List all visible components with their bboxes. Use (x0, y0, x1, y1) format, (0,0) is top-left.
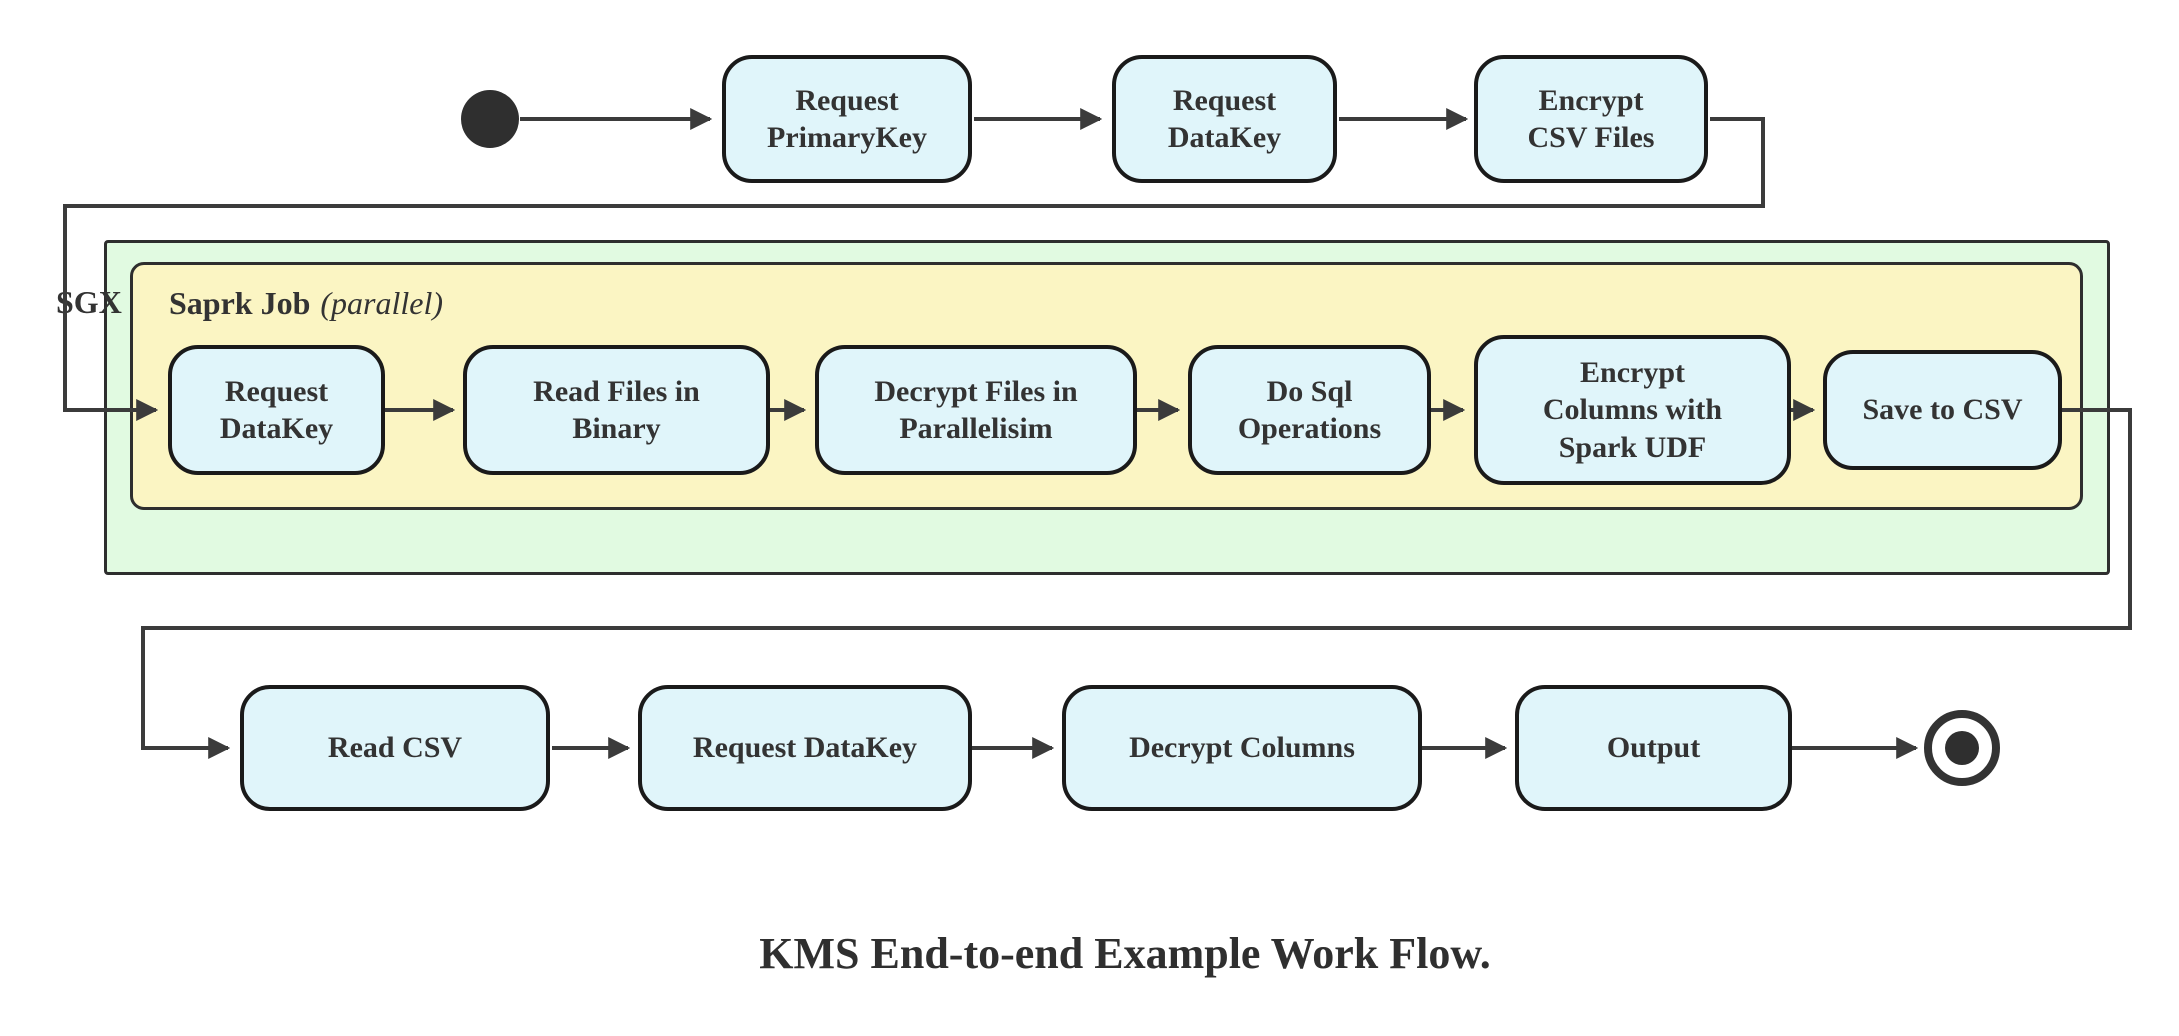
node-decrypt-files-in-parallelisim-label: Decrypt Files in Parallelisim (874, 374, 1078, 446)
node-save-to-csv: Save to CSV (1823, 350, 2062, 470)
diagram-title: KMS End-to-end Example Work Flow. (759, 929, 1491, 978)
node-encrypt-columns-with-spark-udf-label: Encrypt Columns with Spark UDF (1542, 355, 1723, 464)
edge-save-csv-to-read-csv (141, 408, 2132, 759)
node-request-datakey-spark-label: Request DataKey (219, 374, 334, 446)
node-request-primarykey-label: Request PrimaryKey (767, 83, 927, 155)
final-state-icon (1924, 710, 2000, 786)
node-request-datakey-spark: Request DataKey (168, 345, 385, 475)
node-output-label: Output (1606, 731, 1701, 765)
spark-job-parallel-text: (parallel) (320, 285, 444, 321)
node-encrypt-columns-with-spark-udf: Encrypt Columns with Spark UDF (1474, 335, 1791, 485)
start-state-icon (461, 90, 519, 148)
node-read-csv: Read CSV (240, 685, 550, 811)
node-encrypt-csv-files: Encrypt CSV Files (1474, 55, 1708, 183)
node-request-primarykey: Request PrimaryKey (722, 55, 972, 183)
node-request-datakey-top-label: Request DataKey (1167, 83, 1282, 155)
spark-job-label-text: Saprk Job (169, 285, 311, 321)
spark-job-group-label: Saprk Job(parallel) (169, 285, 443, 322)
node-request-datakey-bottom-label: Request DataKey (692, 731, 918, 765)
node-do-sql-operations: Do Sql Operations (1188, 345, 1431, 475)
node-save-to-csv-label: Save to CSV (1862, 393, 2023, 427)
edge-encrypt-csv-files-to-spark-request-datakey (63, 117, 1765, 421)
node-read-files-in-binary: Read Files in Binary (463, 345, 770, 475)
final-state-inner-dot (1945, 731, 1979, 765)
node-decrypt-columns-label: Decrypt Columns (1129, 731, 1355, 765)
node-request-datakey-bottom: Request DataKey (638, 685, 972, 811)
node-decrypt-columns: Decrypt Columns (1062, 685, 1422, 811)
node-request-datakey-top: Request DataKey (1112, 55, 1337, 183)
node-read-files-in-binary-label: Read Files in Binary (533, 374, 700, 446)
node-read-csv-label: Read CSV (327, 731, 463, 765)
node-do-sql-operations-label: Do Sql Operations (1237, 374, 1382, 446)
node-encrypt-csv-files-label: Encrypt CSV Files (1527, 83, 1655, 155)
node-decrypt-files-in-parallelisim: Decrypt Files in Parallelisim (815, 345, 1137, 475)
node-output: Output (1515, 685, 1792, 811)
